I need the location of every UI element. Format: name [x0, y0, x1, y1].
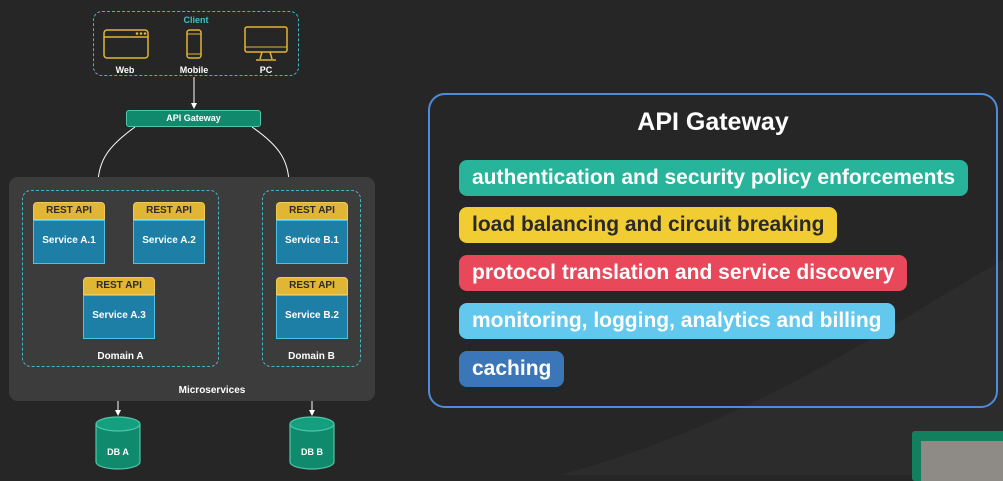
- rest-api-header: REST API: [276, 277, 348, 295]
- feature-monitoring: monitoring, logging, analytics and billi…: [459, 303, 895, 339]
- db-a-label: DB A: [107, 447, 129, 457]
- rest-api-header: REST API: [33, 202, 105, 220]
- feature-protocol-translation: protocol translation and service discove…: [459, 255, 908, 291]
- service-name: Service A.2: [133, 220, 205, 264]
- domain-a-label: Domain A: [97, 351, 144, 362]
- service-b2: REST API Service B.2: [276, 277, 348, 339]
- service-name: Service A.3: [83, 295, 155, 339]
- service-name: Service B.1: [276, 220, 348, 264]
- service-name: Service A.1: [33, 220, 105, 264]
- db-b-label: DB B: [301, 447, 323, 457]
- client-title: Client: [183, 15, 209, 25]
- mobile-phone-icon: [186, 29, 202, 59]
- service-name: Service B.2: [276, 295, 348, 339]
- domain-b-label: Domain B: [288, 351, 335, 362]
- feature-authentication: authentication and security policy enfor…: [459, 160, 969, 196]
- panel-title: API Gateway: [637, 108, 789, 136]
- service-a2: REST API Service A.2: [133, 202, 205, 264]
- database-icon: [95, 416, 141, 470]
- service-a1: REST API Service A.1: [33, 202, 105, 264]
- service-a3: REST API Service A.3: [83, 277, 155, 339]
- device-label-web: Web: [115, 65, 135, 75]
- client-group: [93, 11, 299, 76]
- domain-a-group: [22, 190, 219, 367]
- device-label-pc: PC: [259, 65, 273, 75]
- webcam-feed: [921, 441, 1003, 481]
- domain-b-group: [262, 190, 361, 367]
- device-label-mobile: Mobile: [179, 65, 209, 75]
- service-b1: REST API Service B.1: [276, 202, 348, 264]
- rest-api-header: REST API: [83, 277, 155, 295]
- api-gateway-features-panel: [428, 93, 998, 408]
- microservices-label: Microservices: [178, 385, 246, 396]
- browser-window-icon: [103, 29, 149, 59]
- api-gateway-node: API Gateway: [126, 110, 261, 127]
- rest-api-header: REST API: [133, 202, 205, 220]
- feature-load-balancing: load balancing and circuit breaking: [459, 207, 838, 243]
- database-icon: [289, 416, 335, 470]
- desktop-monitor-icon: [244, 26, 288, 61]
- rest-api-header: REST API: [276, 202, 348, 220]
- feature-caching: caching: [459, 351, 565, 387]
